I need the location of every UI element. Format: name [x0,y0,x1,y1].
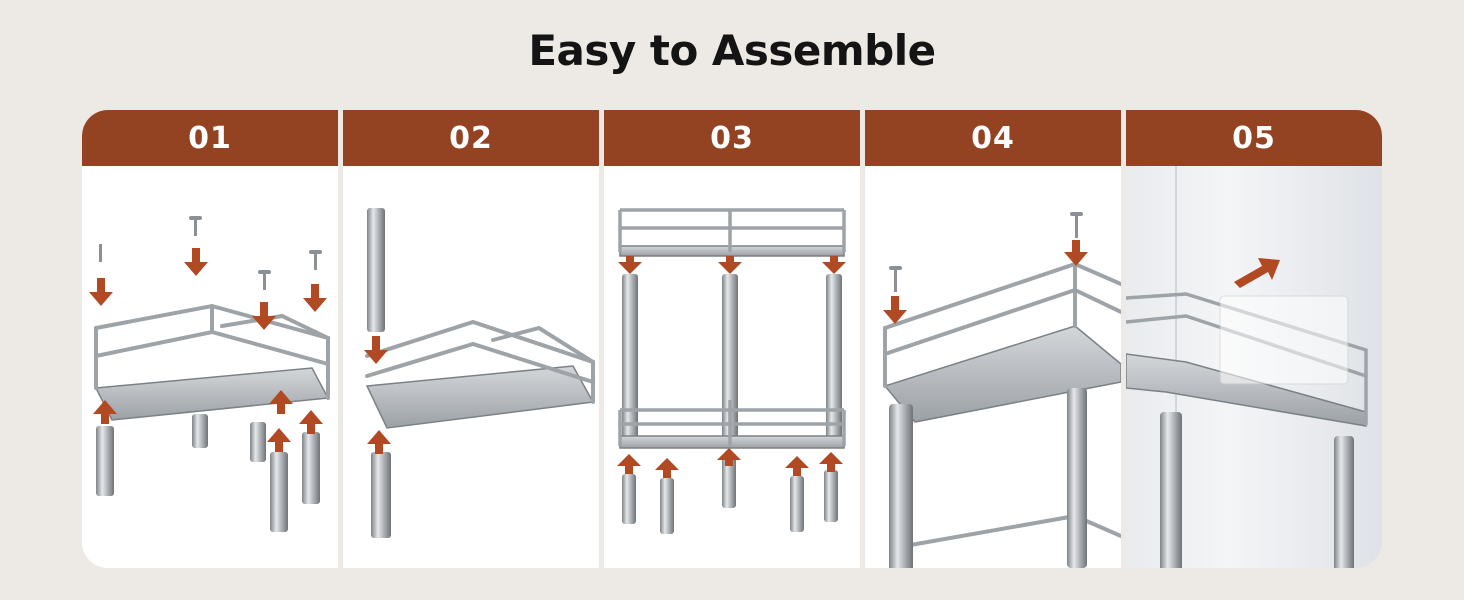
step-number: 04 [865,110,1121,166]
step-panel-3: 03 [604,110,860,568]
step-panel-2: 02 [343,110,599,568]
step-panel-5: 05 [1126,110,1382,568]
shelf-illustration [89,216,330,532]
shelf-illustration [364,208,595,538]
arrow-down-icon [618,256,846,274]
shelf-illustration [617,208,846,534]
step-illustration [604,166,860,568]
page-title: Easy to Assemble [528,26,936,75]
arrow-diagonal-icon [1234,258,1280,288]
step-number: 01 [82,110,338,166]
arrow-down-icon [883,240,1088,324]
step-illustration [82,166,338,568]
step-panel-4: 04 [865,110,1121,568]
step-panel-1: 01 [82,110,338,568]
step-illustration [865,166,1121,568]
step-number: 05 [1126,110,1382,166]
screw-icon [99,216,322,290]
step-number: 03 [604,110,860,166]
arrow-down-icon [89,248,327,330]
leg-parts [96,414,320,532]
arrow-up-icon [367,430,391,454]
step-number: 02 [343,110,599,166]
arrow-up-icon [617,448,843,478]
arrow-down-icon [364,336,388,364]
step-illustration [1126,166,1382,568]
arrow-up-icon [93,390,323,452]
shelf-illustration [1126,166,1368,568]
shelf-illustration [883,212,1121,568]
step-illustration [343,166,599,568]
assembly-steps: 01 [82,110,1382,568]
screw-icon [889,212,1083,292]
